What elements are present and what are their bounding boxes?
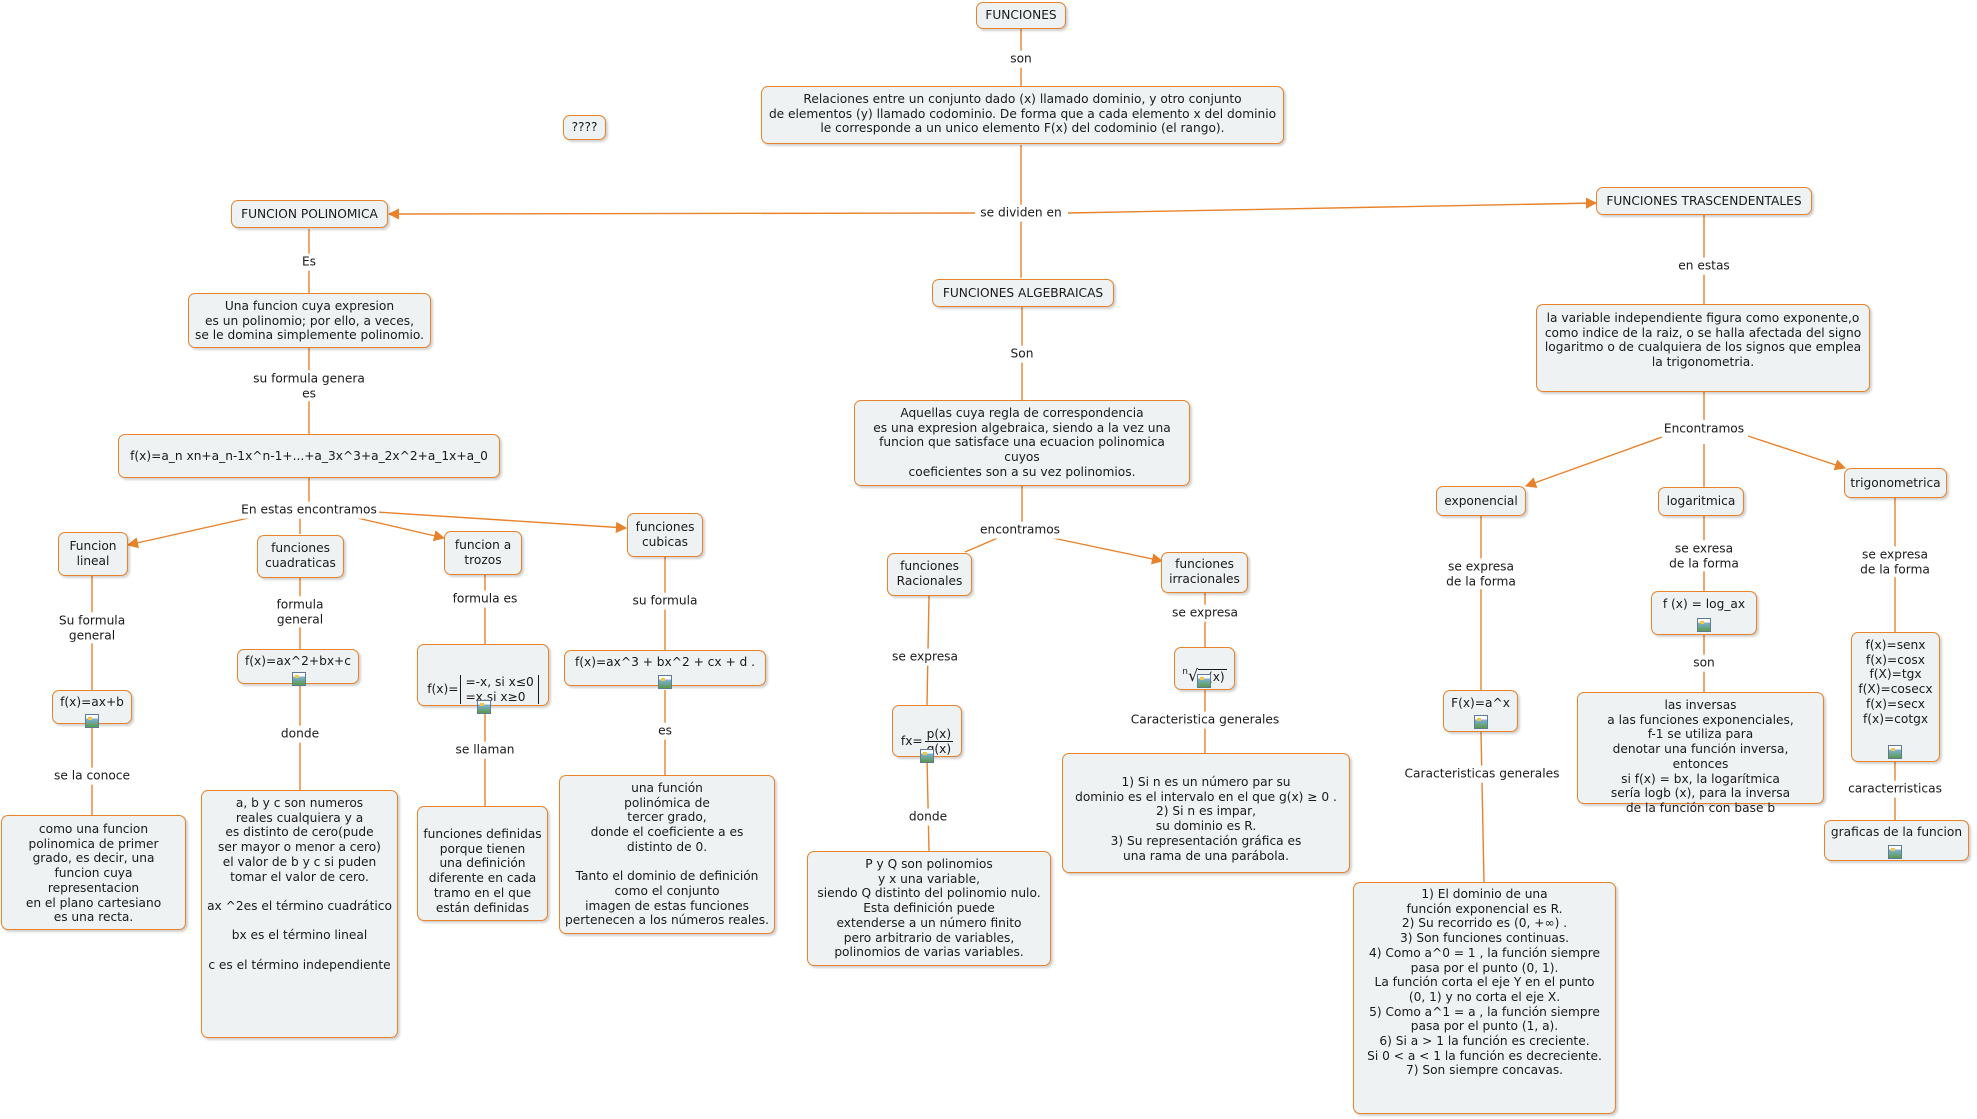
node-logaritmica[interactable]: logaritmica — [1658, 487, 1744, 516]
node-rac-desc[interactable]: P y Q son polinomios y x una variable, s… — [807, 851, 1051, 966]
link-label-se-la-conoce: se la conoce — [52, 767, 132, 785]
trozos-case-2: =x,si x≥0 — [465, 689, 526, 704]
link-label-donde-cuadraticas: donde — [278, 725, 322, 743]
image-attachment-icon[interactable] — [1197, 674, 1211, 688]
node-funciones[interactable]: FUNCIONES — [976, 2, 1066, 29]
image-attachment-icon[interactable] — [1888, 745, 1902, 759]
link-label-son: son — [1008, 50, 1034, 68]
link-label-en-estas-encontramos: En estas encontramos — [239, 501, 379, 519]
node-definicion[interactable]: Relaciones entre un conjunto dado (x) ll… — [761, 86, 1284, 144]
image-attachment-icon[interactable] — [658, 675, 672, 689]
node-trozos[interactable]: funcion a trozos — [444, 531, 522, 575]
link-label-se-exresa-logaritmica: se exresa de la forma — [1667, 540, 1741, 572]
node-irracionales[interactable]: funciones irracionales — [1161, 552, 1248, 593]
node-exp-desc[interactable]: 1) El dominio de una función exponencial… — [1353, 882, 1616, 1114]
node-trascendentales[interactable]: FUNCIONES TRASCENDENTALES — [1596, 187, 1812, 215]
image-attachment-icon[interactable] — [920, 749, 934, 763]
irr-sqrt-sign: √ — [1188, 665, 1199, 685]
link-label-su-formula-genera: su formula genera es — [251, 370, 367, 402]
node-exponencial[interactable]: exponencial — [1436, 486, 1526, 516]
image-attachment-icon[interactable] — [477, 700, 491, 714]
trozos-prefix: f(x)= — [427, 682, 459, 697]
node-trig-graficas[interactable]: graficas de la funcion — [1824, 820, 1969, 861]
link-label-caracterristicas: caracterristicas — [1846, 780, 1944, 798]
node-cubica-desc[interactable]: una función polinómica de tercer grado, … — [559, 775, 775, 934]
node-cubicas[interactable]: funciones cubicas — [627, 513, 703, 557]
link-label-se-expresa-irracionales: se expresa — [1169, 604, 1241, 622]
node-log-desc[interactable]: las inversas a las funciones exponencial… — [1577, 692, 1824, 815]
image-attachment-icon[interactable] — [1474, 715, 1488, 729]
node-algebraicas[interactable]: FUNCIONES ALGEBRAICAS — [932, 279, 1114, 307]
node-polinomica[interactable]: FUNCION POLINOMICA — [231, 200, 388, 228]
link-label-se-dividen-en: se dividen en — [978, 204, 1064, 222]
image-attachment-icon[interactable] — [1697, 618, 1711, 632]
link-enc-racionales — [964, 536, 1001, 553]
node-interrogante[interactable]: ???? — [563, 115, 606, 140]
link-label-en-estas: en estas — [1676, 257, 1732, 275]
link-label-es-cubicas: es — [656, 722, 674, 740]
link-label-encontramos: encontramos — [977, 521, 1063, 539]
link-label-se-expresa-racionales: se expresa — [889, 648, 961, 666]
node-cuadraticas[interactable]: funciones cuadraticas — [257, 535, 344, 578]
node-alg-definicion[interactable]: Aquellas cuya regla de correspondencia e… — [854, 400, 1190, 486]
link-enc-trigonometrica — [1747, 435, 1847, 471]
link-expformula-desc — [1480, 731, 1485, 883]
link-label-caracteristicas-generales: Caracteristicas generales — [1402, 765, 1562, 783]
link-enc-cubicas — [375, 511, 628, 533]
link-label-encontramos-trascendentales: Encontramos — [1661, 420, 1747, 438]
link-label-donde-racionales: donde — [906, 808, 950, 826]
link-label-son-logaritmica: son — [1691, 654, 1717, 672]
node-trig-formula[interactable]: f(x)=senx f(x)=cosx f(X)=tgx f(X)=cosecx… — [1851, 632, 1940, 762]
link-dividen-trascendentales — [1067, 197, 1598, 214]
rac-numerator: p(x) — [924, 726, 954, 743]
link-label-formula-es: formula es — [450, 590, 520, 608]
node-trigonometrica[interactable]: trigonometrica — [1844, 468, 1947, 498]
link-enc-irracionales — [1047, 536, 1164, 565]
link-dividen-polinomica — [387, 208, 976, 220]
link-label-se-expresa-exponencial: se expresa de la forma — [1444, 558, 1518, 590]
link-label-es: Es — [299, 253, 319, 271]
image-attachment-icon[interactable] — [292, 672, 306, 686]
image-attachment-icon[interactable] — [85, 714, 99, 728]
node-log-formula[interactable]: f (x) = log_ax — [1651, 591, 1757, 635]
image-attachment-icon[interactable] — [1888, 845, 1902, 859]
trozos-case-1: =-x, si x≤0 — [465, 675, 534, 689]
trozos-cases: =-x, si x≤0 =x,si x≥0 — [460, 675, 539, 705]
node-trozos-formula[interactable]: f(x)= =-x, si x≤0 =x,si x≥0 — [417, 644, 549, 706]
link-label-se-llaman: se llaman — [453, 741, 517, 759]
link-enc-exponencial — [1524, 435, 1666, 488]
node-poli-formula[interactable]: f(x)=a_n xn+a_n-1x^n-1+...+a_3x^3+a_2x^2… — [118, 434, 500, 478]
link-racformula-desc — [926, 756, 930, 852]
node-poli-definicion[interactable]: Una funcion cuya expresion es un polinom… — [188, 293, 431, 348]
node-irr-desc[interactable]: 1) Si n es un número par su dominio es e… — [1062, 753, 1350, 873]
node-trozos-desc[interactable]: funciones definidas porque tienen una de… — [417, 806, 548, 921]
link-label-su-formula: su formula — [630, 592, 700, 610]
node-lineal[interactable]: Funcion lineal — [58, 532, 128, 576]
link-label-se-expresa-trigonometrica: se expresa de la forma — [1858, 546, 1932, 578]
link-label-son-algebraicas: Son — [1008, 345, 1036, 363]
rac-prefix: fx= — [900, 734, 923, 749]
node-cuad-desc[interactable]: a, b y c son numeros reales cualquiera y… — [201, 790, 398, 1038]
link-label-formula-general: formula general — [274, 596, 326, 628]
node-racionales[interactable]: funciones Racionales — [887, 553, 972, 596]
node-lineal-desc[interactable]: como una funcion polinomica de primer gr… — [1, 815, 186, 930]
link-label-caracteristica-generales: Caracteristica generales — [1128, 711, 1282, 729]
node-tras-definicion[interactable]: la variable independiente figura como ex… — [1536, 304, 1870, 392]
irr-index: n — [1182, 666, 1189, 677]
link-label-su-formula-general: Su formula general — [56, 612, 128, 644]
